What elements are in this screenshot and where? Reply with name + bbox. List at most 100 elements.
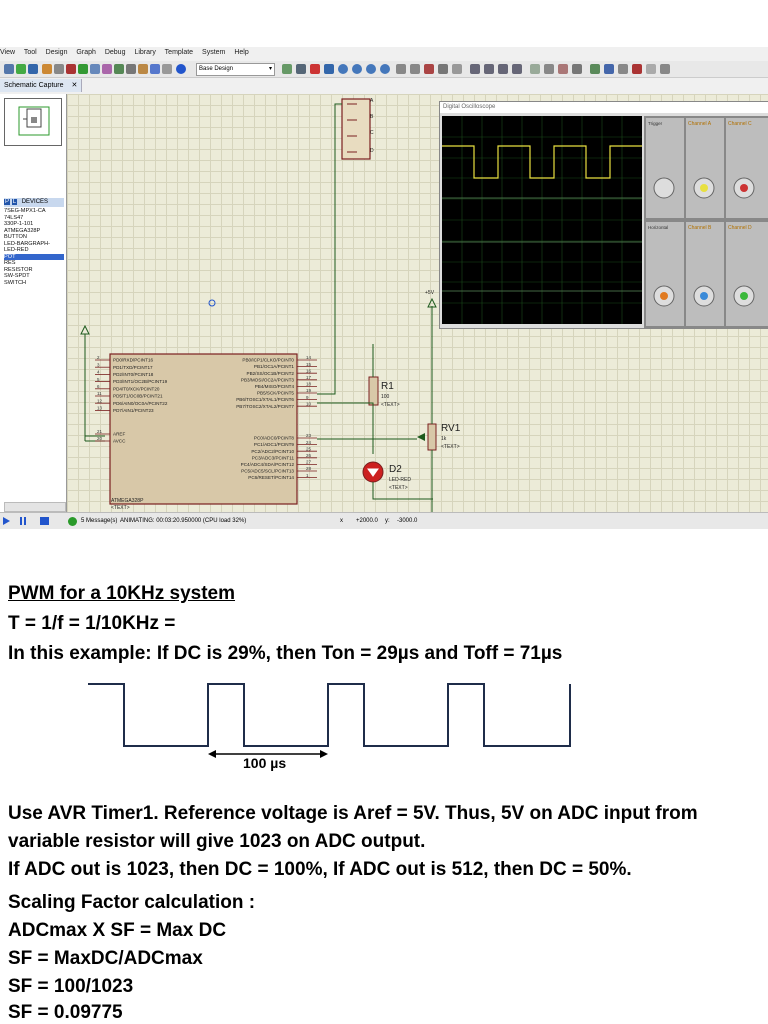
- pick-device-icon[interactable]: [530, 64, 540, 74]
- device-item[interactable]: LED-BARGRAPH-: [4, 240, 51, 247]
- device-item-selected[interactable]: POT: [4, 253, 64, 260]
- menu-template[interactable]: Template: [164, 49, 194, 56]
- menu-view[interactable]: View: [0, 49, 16, 56]
- device-item[interactable]: SW-SPDT: [4, 273, 30, 279]
- package-tool-icon[interactable]: [558, 64, 568, 74]
- home-icon[interactable]: [78, 64, 88, 74]
- message-count[interactable]: 5 Message(s): [81, 518, 118, 524]
- close-icon[interactable]: ✕: [71, 82, 78, 89]
- mcu-pin-name: PB6/TOSC1/XTAL1/PCINT6: [236, 397, 294, 402]
- library-l-button[interactable]: L: [11, 199, 18, 205]
- schematic-icon[interactable]: [90, 64, 100, 74]
- menu-design[interactable]: Design: [45, 49, 68, 56]
- zoom-area-icon[interactable]: [380, 64, 390, 74]
- mcu-pin-name: PD7/AIN1/PCINT23: [113, 408, 154, 413]
- menu-graph[interactable]: Graph: [76, 49, 96, 56]
- mcu-pin-number: 15: [306, 362, 312, 367]
- 3d-icon[interactable]: [114, 64, 124, 74]
- help-icon[interactable]: [176, 64, 186, 74]
- mcu-pin-name: PC3/ADC3/PCINT11: [252, 455, 295, 460]
- block-copy-icon[interactable]: [470, 64, 480, 74]
- grid-icon[interactable]: [296, 64, 306, 74]
- pick-p-button[interactable]: P: [4, 199, 11, 205]
- menu-library[interactable]: Library: [134, 49, 156, 56]
- origin-icon[interactable]: [310, 64, 320, 74]
- pause-icon[interactable]: [20, 517, 22, 525]
- oscilloscope-window[interactable]: Digital Oscilloscope: [439, 101, 768, 329]
- tab-schematic-capture[interactable]: Schematic Capture ✕: [0, 79, 83, 92]
- mcu-pin-number: 11: [97, 391, 102, 396]
- channel-a-trace: [442, 145, 642, 179]
- device-item[interactable]: RESISTOR: [4, 266, 33, 273]
- mcu-pin-number: 24: [306, 440, 312, 445]
- mcu-pin-number: 18: [306, 382, 312, 387]
- device-item[interactable]: 7SEG-MPX1-CA: [4, 208, 46, 214]
- mcu-pin-number: 2: [97, 355, 100, 360]
- import-icon[interactable]: [42, 64, 52, 74]
- stop-icon[interactable]: [40, 517, 49, 525]
- device-item[interactable]: BUTTON: [4, 234, 27, 240]
- zoom-in-icon[interactable]: [338, 64, 348, 74]
- copy-icon[interactable]: [438, 64, 448, 74]
- source-icon[interactable]: [150, 64, 160, 74]
- delete-icon[interactable]: [632, 64, 642, 74]
- device-item[interactable]: 330P-1-101: [4, 221, 34, 227]
- wire-autorouter-icon[interactable]: [590, 64, 600, 74]
- device-scrollbar[interactable]: [4, 502, 66, 512]
- block-rotate-icon[interactable]: [498, 64, 508, 74]
- mcu-pin-name: PB4/MISO/PCINT4: [255, 384, 295, 389]
- trigger-knob: [653, 177, 675, 199]
- coord-y-label: y:: [385, 518, 390, 524]
- bom-icon[interactable]: [138, 64, 148, 74]
- refresh-icon[interactable]: [282, 64, 292, 74]
- menu-help[interactable]: Help: [234, 49, 249, 56]
- overview-window[interactable]: [4, 98, 62, 146]
- menu-system[interactable]: System: [202, 49, 226, 56]
- decompose-icon[interactable]: [572, 64, 582, 74]
- menu-tool[interactable]: Tool: [23, 49, 37, 56]
- pcb-icon[interactable]: [102, 64, 112, 74]
- zoom-all-icon[interactable]: [366, 64, 376, 74]
- cut-icon[interactable]: [424, 64, 434, 74]
- play-icon[interactable]: [3, 517, 10, 525]
- save-icon[interactable]: [28, 64, 38, 74]
- zoom-out-icon[interactable]: [352, 64, 362, 74]
- period-label: 100 µs: [243, 755, 287, 771]
- design-select[interactable]: Base Design ▾: [196, 63, 275, 76]
- doc-para-1: Use AVR Timer1. Reference voltage is Are…: [8, 803, 698, 824]
- device-item[interactable]: 74LS47: [4, 214, 24, 221]
- new-icon[interactable]: [4, 64, 14, 74]
- search-icon[interactable]: [604, 64, 614, 74]
- channel-d-label: Channel D: [728, 225, 752, 231]
- mcu-pin-name: PC1/ADC1/PCINT9: [254, 442, 295, 447]
- supply-label: +5V: [425, 290, 435, 296]
- channel-a-label: Channel A: [688, 121, 712, 127]
- preview-blank: [4, 146, 60, 192]
- notes-icon[interactable]: [162, 64, 172, 74]
- electrical-rule-icon[interactable]: [660, 64, 670, 74]
- probe-c-label: C: [370, 130, 374, 136]
- close-project-icon[interactable]: [66, 64, 76, 74]
- device-item[interactable]: ATMEGA328P: [4, 227, 41, 234]
- design-select-value: Base Design: [199, 66, 234, 72]
- block-move-icon[interactable]: [484, 64, 494, 74]
- open-icon[interactable]: [16, 64, 26, 74]
- menu-bar: View Tool Design Graph Debug Library Tem…: [0, 49, 256, 60]
- export-icon[interactable]: [54, 64, 64, 74]
- mcu-name-label: ATMEGA328P: [111, 498, 144, 504]
- netlist-icon[interactable]: [646, 64, 656, 74]
- property-assignment-icon[interactable]: [618, 64, 628, 74]
- menu-debug[interactable]: Debug: [104, 49, 126, 56]
- pan-icon[interactable]: [324, 64, 334, 74]
- block-delete-icon[interactable]: [512, 64, 522, 74]
- mcu-pin-number: 6: [97, 384, 100, 389]
- paste-icon[interactable]: [452, 64, 462, 74]
- device-item[interactable]: SWITCH: [4, 279, 27, 286]
- make-device-icon[interactable]: [544, 64, 554, 74]
- device-item[interactable]: RES: [4, 260, 16, 266]
- gerber-icon[interactable]: [126, 64, 136, 74]
- redo-icon[interactable]: [410, 64, 420, 74]
- undo-icon[interactable]: [396, 64, 406, 74]
- device-item[interactable]: LED-RED: [4, 247, 29, 253]
